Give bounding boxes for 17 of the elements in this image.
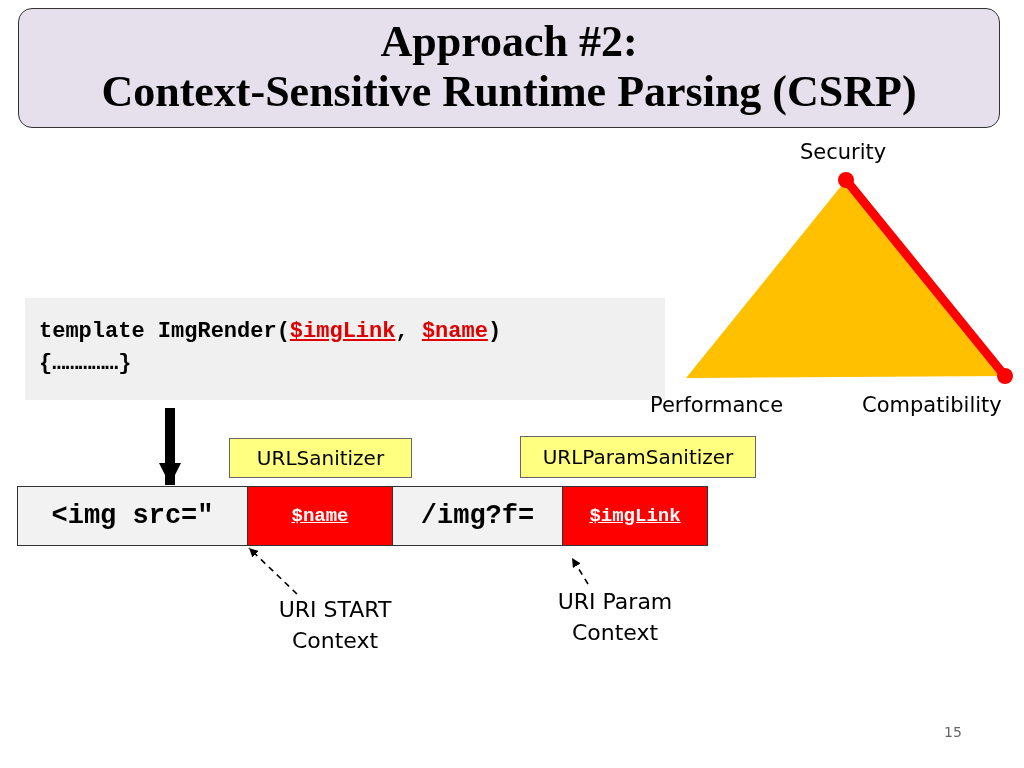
context-label: URI Param Context (530, 586, 700, 648)
variable-cell: $imgLink (562, 486, 708, 546)
html-fragment-cell: <img src=" (17, 486, 248, 546)
code-line: template ImgRender($imgLink, $name) (39, 318, 503, 346)
context-label: URI START Context (245, 594, 425, 656)
sanitizer-tag: URLSanitizer (229, 438, 412, 478)
sanitizer-tag: URLParamSanitizer (520, 436, 756, 478)
axis-label: Compatibility (862, 393, 1002, 417)
dashed-arrow (248, 547, 298, 595)
html-fragment-cell: /img?f= (392, 486, 563, 546)
axis-label: Security (800, 140, 887, 164)
page-number: 15 (944, 724, 962, 740)
code-line: {……………} (39, 350, 133, 378)
axis-label: Performance (650, 393, 784, 417)
slide-title: Approach #2: Context-Sensitive Runtime Parsing (CSRP) (18, 8, 1000, 128)
variable-cell: $name (247, 486, 393, 546)
dashed-arrow (571, 557, 589, 585)
